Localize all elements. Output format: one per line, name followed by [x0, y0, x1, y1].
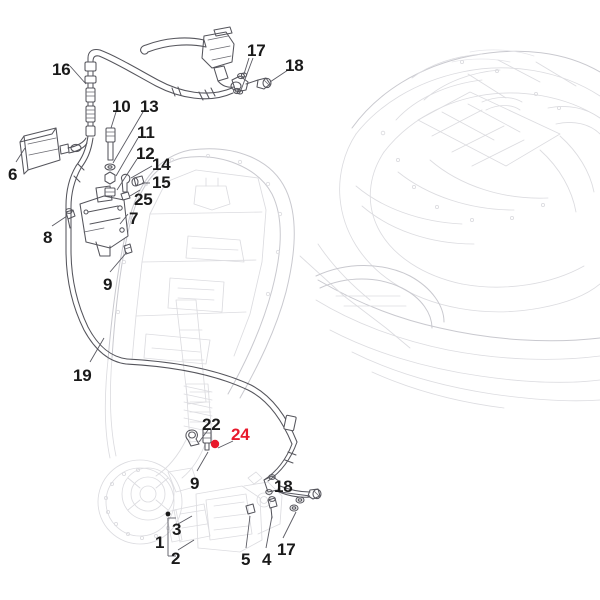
callout-label-18b: 18 [274, 477, 293, 496]
callout-label-25: 25 [134, 190, 153, 209]
callout-label-5: 5 [241, 550, 251, 569]
highlight-marker-24 [210, 439, 220, 449]
callout-label-15: 15 [152, 173, 171, 192]
callout-label-7: 7 [129, 209, 139, 228]
callout-label-10: 10 [112, 97, 131, 116]
callout-label-9a: 9 [103, 275, 113, 294]
scooter-body-context [299, 49, 600, 409]
screw-part-8 [65, 208, 76, 229]
callout-label-14: 14 [152, 155, 171, 174]
callout-label-18a: 18 [285, 56, 304, 75]
brake-caliper-context [165, 471, 283, 553]
callout-label-12: 12 [136, 144, 155, 163]
callout-label-6: 6 [8, 165, 18, 184]
callout-label-22: 22 [202, 415, 221, 434]
callout-label-13: 13 [140, 97, 159, 116]
fastener-group-10-15 [104, 127, 145, 201]
legshield-frame-context [104, 148, 295, 459]
callout-label-11: 11 [137, 123, 155, 142]
callout-leader-lines [15, 57, 311, 557]
callout-label-3: 3 [172, 520, 182, 539]
callout-label-17b: 17 [277, 540, 296, 559]
control-unit-part-6 [19, 127, 70, 175]
hose-clamp-part-9-upper [123, 243, 133, 255]
callout-label-24: 24 [231, 425, 250, 444]
callout-label-17a: 17 [247, 41, 266, 60]
brake-hose-main-19 [65, 135, 298, 445]
callout-label-1: 1 [155, 533, 165, 552]
callout-label-16: 16 [52, 60, 71, 79]
callout-label-9b: 9 [190, 474, 200, 493]
callout-label-4: 4 [262, 550, 272, 569]
callout-label-8: 8 [43, 228, 53, 247]
front-suspension-context [97, 299, 213, 545]
banjo-fitting-upper [231, 72, 272, 95]
callout-label-19: 19 [73, 366, 92, 385]
brake-hose-lower-caliper [245, 414, 322, 519]
callout-label-2: 2 [171, 549, 181, 568]
master-cylinder-assembly [140, 26, 242, 91]
brake-hose-upper [84, 48, 234, 137]
brake-bracket-part-7 [79, 185, 129, 257]
